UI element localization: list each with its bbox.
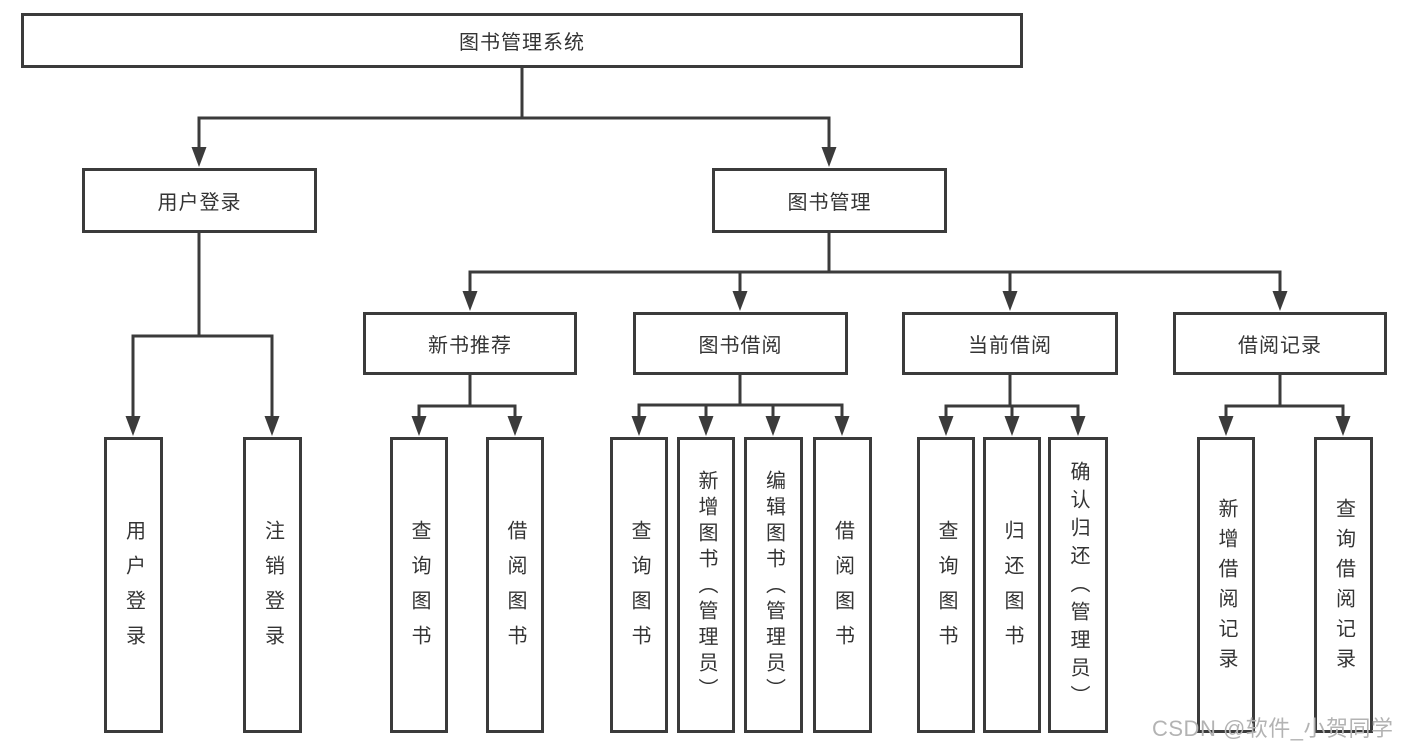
- leaf-borrow-add-books-admin: 新增图书（管理员）: [677, 437, 735, 733]
- leaf-borrow-edit-books-admin-label: 编辑图书（管理员）: [762, 470, 785, 704]
- node-current-borrow-label: 当前借阅: [968, 335, 1052, 357]
- leaf-current-query-books-label: 查询图书: [935, 520, 957, 660]
- connector-book-management-to-level3: [462, 231, 1288, 311]
- node-user-login: 用户登录: [82, 168, 317, 233]
- connector-records-to-leaves: [1218, 373, 1351, 436]
- leaf-records-add-record: 新增借阅记录: [1197, 437, 1255, 733]
- node-root-label: 图书管理系统: [459, 32, 585, 54]
- watermark: CSDN @软件_小贺同学: [1152, 716, 1394, 741]
- node-borrow-records-label: 借阅记录: [1238, 335, 1322, 357]
- leaf-user-login-label: 用户登录: [122, 520, 145, 660]
- leaf-recommend-borrow-books-label: 借阅图书: [504, 520, 526, 660]
- leaf-borrow-query-books: 查询图书: [610, 437, 668, 733]
- leaf-user-login: 用户登录: [104, 437, 163, 733]
- leaf-current-confirm-return-admin: 确认归还（管理员）: [1048, 437, 1108, 733]
- connector-recommend-to-leaves: [411, 373, 523, 436]
- leaf-records-query-record: 查询借阅记录: [1314, 437, 1373, 733]
- leaf-recommend-query-books-label: 查询图书: [408, 520, 430, 660]
- connector-user-login-to-leaves: [125, 231, 280, 436]
- leaf-current-confirm-return-admin-label: 确认归还（管理员）: [1067, 461, 1089, 713]
- node-new-book-recommend-label: 新书推荐: [428, 335, 512, 357]
- node-user-login-label: 用户登录: [157, 192, 242, 214]
- connector-root-to-level2: [191, 66, 837, 167]
- leaf-current-return-books: 归还图书: [983, 437, 1041, 733]
- node-root: 图书管理系统: [21, 13, 1023, 68]
- node-borrow-records: 借阅记录: [1173, 312, 1387, 375]
- leaf-borrow-add-books-admin-label: 新增图书（管理员）: [695, 470, 717, 704]
- node-book-borrow: 图书借阅: [633, 312, 848, 375]
- leaf-current-query-books: 查询图书: [917, 437, 975, 733]
- node-book-management: 图书管理: [712, 168, 947, 233]
- leaf-logout: 注销登录: [243, 437, 302, 733]
- leaf-borrow-edit-books-admin: 编辑图书（管理员）: [744, 437, 803, 733]
- leaf-current-return-books-label: 归还图书: [1001, 520, 1023, 660]
- leaf-borrow-borrow-books-label: 借阅图书: [831, 520, 854, 660]
- leaf-records-add-record-label: 新增借阅记录: [1215, 498, 1237, 678]
- node-book-management-label: 图书管理: [787, 192, 872, 214]
- connector-borrow-to-leaves: [631, 373, 850, 436]
- leaf-logout-label: 注销登录: [261, 520, 284, 660]
- connector-current-to-leaves: [938, 373, 1086, 436]
- leaf-recommend-query-books: 查询图书: [390, 437, 448, 733]
- node-book-borrow-label: 图书借阅: [698, 335, 783, 357]
- node-current-borrow: 当前借阅: [902, 312, 1118, 375]
- leaf-records-query-record-label: 查询借阅记录: [1332, 498, 1355, 678]
- leaf-borrow-borrow-books: 借阅图书: [813, 437, 872, 733]
- node-new-book-recommend: 新书推荐: [363, 312, 577, 375]
- leaf-recommend-borrow-books: 借阅图书: [486, 437, 544, 733]
- leaf-borrow-query-books-label: 查询图书: [628, 520, 650, 660]
